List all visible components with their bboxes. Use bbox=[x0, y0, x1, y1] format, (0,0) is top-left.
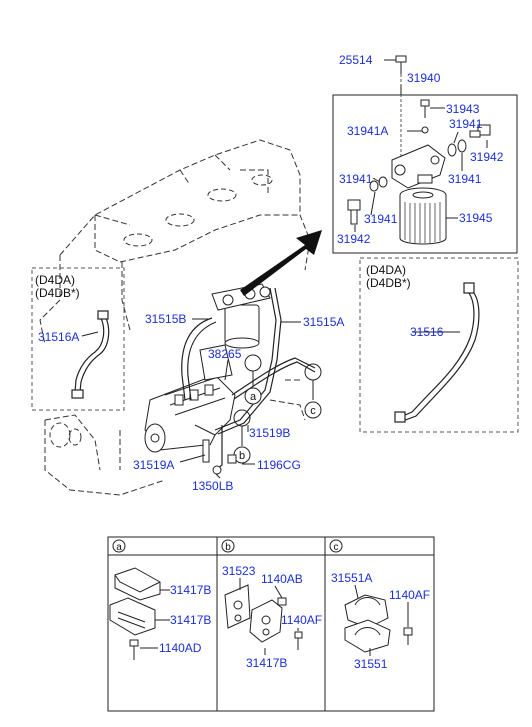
filter-box-leaders bbox=[354, 59, 488, 232]
part-31417B-upper: 31417B bbox=[170, 583, 212, 597]
part-1140AF-c: 1140AF bbox=[389, 588, 431, 602]
part-25514: 25514 bbox=[339, 53, 373, 67]
fuel-lines bbox=[181, 287, 316, 471]
part-31551A: 31551A bbox=[331, 571, 373, 585]
variant-left-line1: (D4DA) bbox=[35, 273, 76, 287]
part-31516A: 31516A bbox=[38, 330, 80, 344]
part-31417B-b: 31417B bbox=[246, 656, 288, 670]
part-31940: 31940 bbox=[407, 71, 441, 85]
part-31945: 31945 bbox=[459, 211, 493, 225]
engine-block-outline bbox=[39, 139, 311, 496]
clamp-a-leaders bbox=[140, 589, 170, 649]
callout-lines bbox=[241, 371, 314, 446]
variant-box-right bbox=[359, 257, 519, 433]
fuel-filter-engine bbox=[211, 283, 271, 349]
clamp-b-leaders bbox=[239, 578, 299, 655]
part-31943: 31943 bbox=[446, 102, 480, 116]
part-31417B-lower: 31417B bbox=[170, 613, 212, 627]
callout-c-letter: c bbox=[310, 405, 316, 417]
clamp-table bbox=[107, 536, 435, 712]
table-header-a: a bbox=[112, 539, 126, 553]
part-1140AB: 1140AB bbox=[261, 572, 303, 586]
part-31942-left: 31942 bbox=[337, 232, 371, 246]
variant-right-line2: (D4DB*) bbox=[366, 276, 411, 290]
part-1350LB: 1350LB bbox=[192, 479, 234, 493]
part-1140AF-b: 1140AF bbox=[281, 613, 323, 627]
injection-pump bbox=[144, 344, 236, 453]
part-31523: 31523 bbox=[222, 564, 256, 578]
part-1140AD: 1140AD bbox=[159, 641, 202, 655]
top-bolt-25514 bbox=[395, 55, 407, 74]
part-31515B: 31515B bbox=[145, 312, 187, 326]
bolt-31942-left bbox=[347, 199, 361, 225]
pump-bolts bbox=[202, 439, 237, 475]
part-31519B: 31519B bbox=[249, 426, 291, 440]
filter-location-arrow bbox=[240, 230, 322, 296]
clamp-c-parts bbox=[344, 594, 413, 653]
table-callout-b: b bbox=[225, 542, 231, 553]
engine-block-bores bbox=[49, 174, 273, 448]
part-31551: 31551 bbox=[354, 657, 388, 671]
filter-cartridge-31945 bbox=[399, 187, 447, 245]
callout-a: a bbox=[244, 387, 262, 405]
part-31941-right: 31941 bbox=[448, 172, 482, 186]
bolt-31942-right bbox=[469, 124, 491, 138]
fuel-pipe-31516A bbox=[71, 310, 110, 399]
variant-left-line2: (D4DB*) bbox=[35, 286, 80, 300]
washers bbox=[369, 139, 467, 192]
part-38265: 38265 bbox=[208, 347, 242, 361]
clamp-b-parts bbox=[224, 584, 303, 650]
part-31941-lower: 31941 bbox=[364, 212, 398, 226]
variant-right-line1: (D4DA) bbox=[366, 263, 407, 277]
filter-head bbox=[391, 99, 446, 189]
part-31941-left: 31941 bbox=[339, 172, 373, 186]
callout-a-letter: a bbox=[250, 391, 257, 403]
fuel-pipe-31516 bbox=[394, 282, 480, 423]
filter-assembly-box bbox=[332, 94, 518, 254]
clamp-a-parts bbox=[109, 567, 161, 660]
variant-box-left bbox=[31, 267, 125, 411]
part-31942-right: 31942 bbox=[470, 150, 504, 164]
main-leaders bbox=[81, 318, 460, 479]
table-callout-c: c bbox=[334, 542, 339, 553]
part-31941-upper: 31941 bbox=[449, 117, 483, 131]
table-callout-a: a bbox=[116, 542, 122, 553]
part-31941A: 31941A bbox=[347, 124, 389, 138]
part-31515A: 31515A bbox=[303, 315, 345, 329]
part-1196CG: 1196CG bbox=[257, 458, 301, 472]
callout-c: c bbox=[304, 401, 322, 419]
table-header-b: b bbox=[221, 539, 235, 553]
part-31516: 31516 bbox=[410, 325, 444, 339]
table-header-c: c bbox=[329, 539, 343, 553]
clamp-c-leaders bbox=[354, 584, 409, 656]
part-31519A: 31519A bbox=[133, 458, 175, 472]
callout-b-letter: b bbox=[239, 450, 245, 462]
